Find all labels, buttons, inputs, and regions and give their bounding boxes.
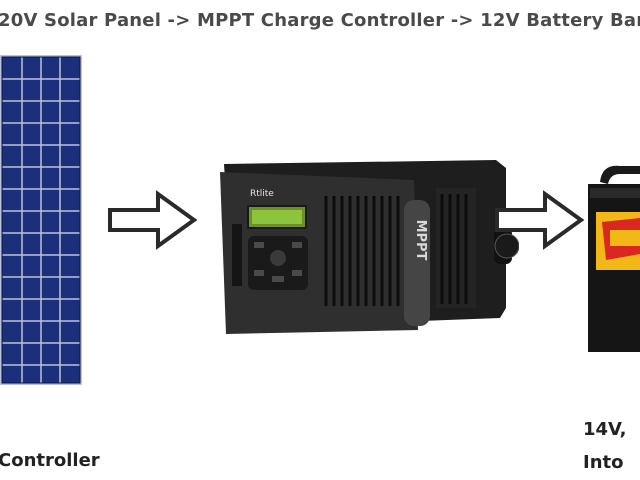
brand-logo: Rtlite: [250, 189, 274, 199]
caption-right-line2: Into: [583, 452, 624, 473]
solar-panel-icon: [0, 55, 82, 385]
right-arrow-icon: [108, 190, 198, 250]
mppt-charge-controller: Rtlite MPPT: [220, 160, 519, 334]
diagram-title: 20V Solar Panel -> MPPT Charge Controlle…: [0, 10, 640, 31]
caption-left: Controller: [0, 450, 100, 471]
battery-icon: [588, 165, 640, 352]
mppt-label: MPPT: [413, 220, 428, 261]
caption-right-line1: 14V,: [583, 419, 627, 440]
right-arrow-icon: [495, 190, 585, 250]
